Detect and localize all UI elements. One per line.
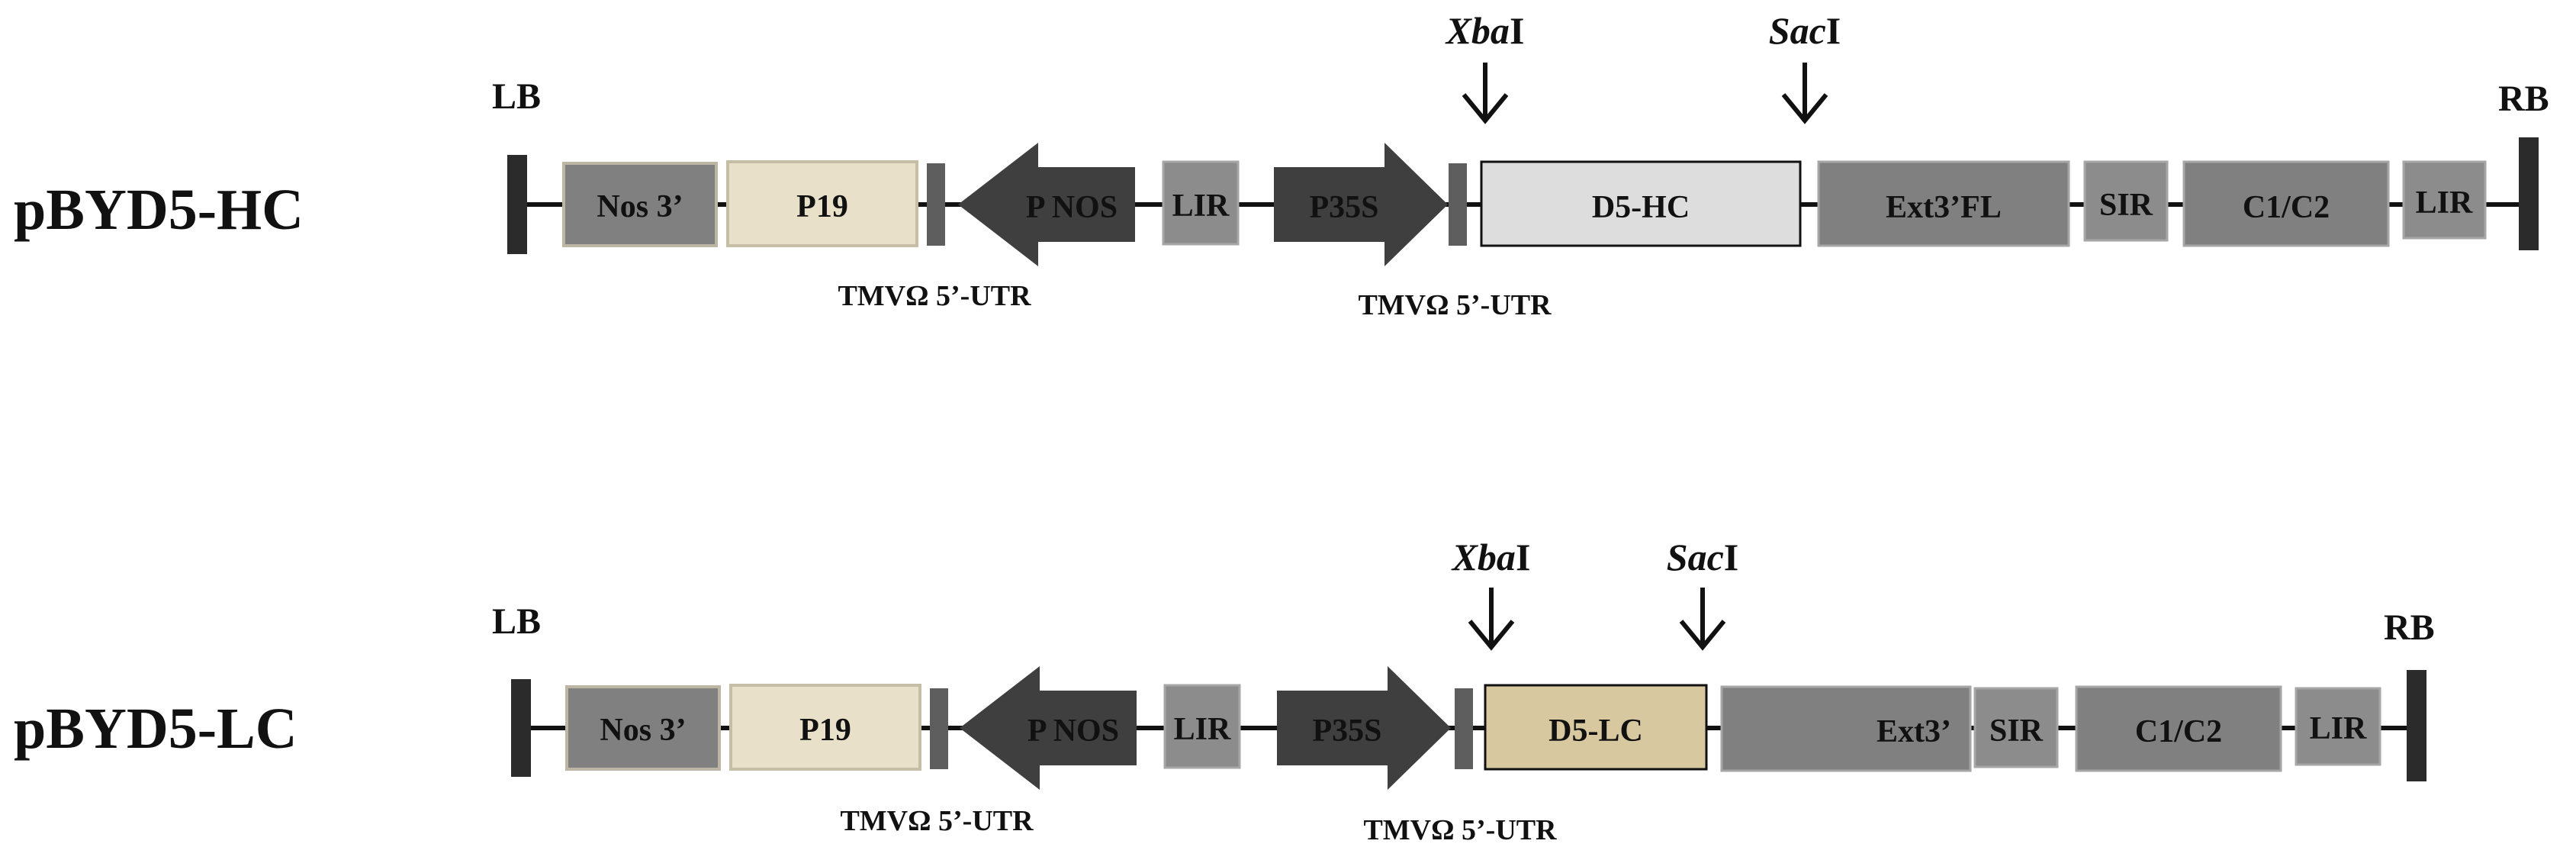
nos3-label: Nos 3’ <box>597 189 683 224</box>
ext3-terminator-box <box>1720 685 1972 772</box>
d5-hc-gene-box <box>1480 160 1802 247</box>
c1c2-box <box>2182 160 2390 247</box>
c1c2-label: C1/C2 <box>2135 714 2222 749</box>
pnos-label: P NOS <box>1028 713 1119 749</box>
saci-site-label: SacI <box>1769 9 1841 52</box>
nos3-terminator-box <box>562 162 718 247</box>
sir-box <box>1973 687 2059 768</box>
right-border-label: RB <box>2384 607 2435 648</box>
left-border-bar <box>507 155 527 254</box>
p35s-promoter-arrow <box>1274 143 1448 266</box>
ext3-terminator-box <box>1817 160 2070 247</box>
p19-label: P19 <box>799 713 851 748</box>
xbai-arrow-icon <box>1468 588 1515 651</box>
p35s-label: P35S <box>1312 713 1381 749</box>
saci-arrow-icon <box>1781 63 1828 124</box>
sir-label: SIR <box>1989 713 2044 749</box>
gene-label: D5-LC <box>1548 713 1643 749</box>
xbai-site-label: XbaI <box>1445 9 1525 52</box>
lir-label: LIR <box>2310 711 2367 746</box>
left-border-label: LB <box>492 76 541 117</box>
xbai-site-label: XbaI <box>1451 536 1531 578</box>
left-border-label: LB <box>492 601 541 642</box>
right-border-label: RB <box>2498 79 2549 119</box>
lir-label: LIR <box>1172 188 1230 224</box>
sir-box <box>2083 160 2169 242</box>
construct-name: pBYD5-LC <box>14 697 297 761</box>
lir-label: LIR <box>2416 185 2473 221</box>
lir-box <box>1163 684 1241 769</box>
pnos-promoter-arrow <box>958 143 1135 266</box>
pnos-promoter-arrow <box>960 666 1137 790</box>
xbai-arrow-icon <box>1462 63 1509 124</box>
utr-label: TMVΩ 5’-UTR <box>1363 814 1557 846</box>
lir-box <box>2295 687 2381 766</box>
ext-label: Ext3’FL <box>1886 190 2002 225</box>
nos3-label: Nos 3’ <box>600 713 686 748</box>
utr-block <box>930 688 948 769</box>
lir-box <box>2402 160 2487 240</box>
construct-hc: pBYD5-HC LB RB Nos 3’ P19 P NOS LIR P35S… <box>14 9 2549 321</box>
c1c2-box <box>2075 685 2282 772</box>
lir-label: LIR <box>1174 712 1231 747</box>
utr-label: TMVΩ 5’-UTR <box>838 280 1031 312</box>
utr-label: TMVΩ 5’-UTR <box>840 805 1034 837</box>
utr-block <box>1455 688 1473 769</box>
utr-block <box>1449 163 1467 246</box>
saci-arrow-icon <box>1679 588 1726 651</box>
p19-gene-box <box>729 684 921 771</box>
pnos-label: P NOS <box>1026 190 1118 225</box>
p35s-label: P35S <box>1309 190 1378 225</box>
left-border-bar <box>511 679 531 777</box>
utr-block <box>927 163 945 246</box>
ext-label: Ext3’ <box>1877 714 1951 749</box>
d5-lc-gene-box <box>1484 684 1708 771</box>
right-border-bar <box>2519 137 2539 250</box>
c1c2-label: C1/C2 <box>2243 190 2330 225</box>
lir-box <box>1162 160 1240 246</box>
right-border-bar <box>2407 670 2426 781</box>
gene-label: D5-HC <box>1592 190 1690 225</box>
construct-name: pBYD5-HC <box>14 178 304 242</box>
sir-label: SIR <box>2099 188 2153 223</box>
construct-lc: pBYD5-LC LB RB Nos 3’ P19 P NOS LIR P35S… <box>14 536 2435 846</box>
p19-gene-box <box>726 160 918 247</box>
nos3-terminator-box <box>565 685 721 771</box>
p19-label: P19 <box>796 189 848 224</box>
saci-site-label: SacI <box>1667 536 1738 578</box>
p35s-promoter-arrow <box>1277 666 1451 790</box>
utr-label: TMVΩ 5’-UTR <box>1358 289 1552 321</box>
